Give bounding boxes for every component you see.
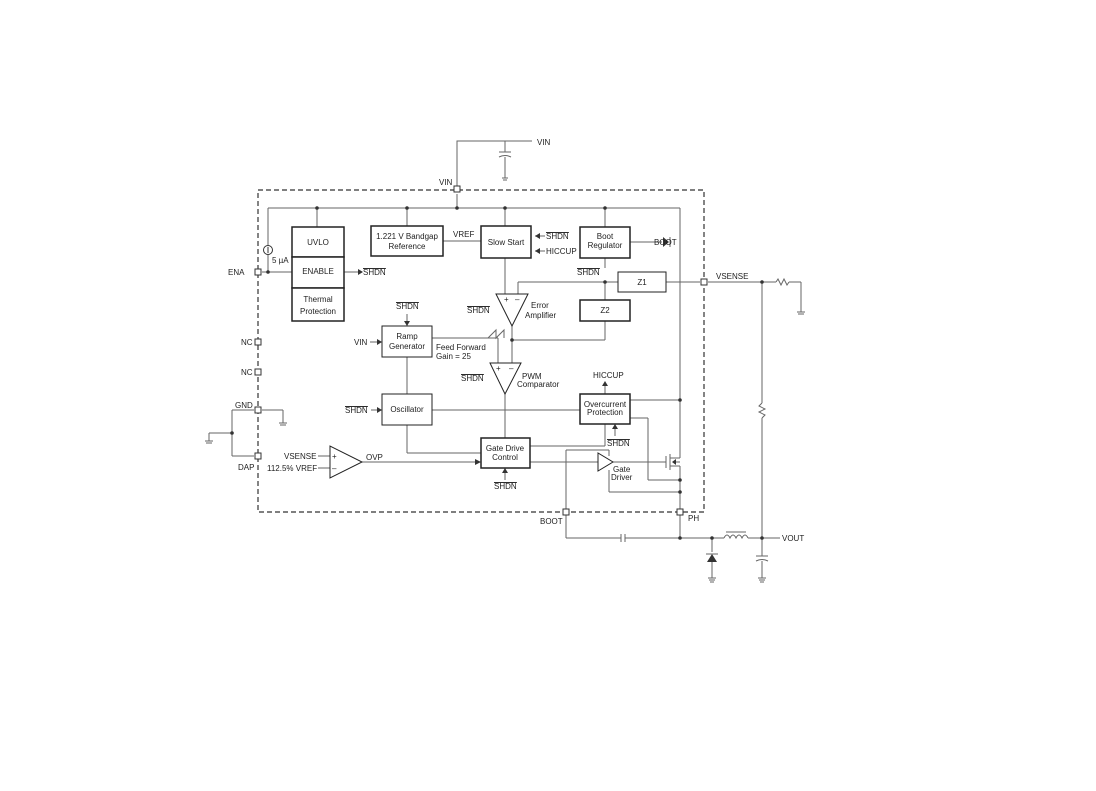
ph-pin-label: PH (688, 514, 699, 523)
boot-reg-label-1: Boot (597, 232, 614, 241)
thermal-label-2: Protection (300, 307, 336, 316)
enable-label: ENABLE (302, 267, 334, 276)
pin-vin (453, 185, 461, 193)
pin-dap (254, 452, 262, 460)
dap-pin-label: DAP (238, 463, 254, 472)
z1-label: Z1 (637, 278, 647, 287)
ramp-vin-label: VIN (354, 338, 368, 347)
pin-nc2 (254, 368, 262, 376)
gate-drive-label-2: Control (492, 453, 518, 462)
enable-block (291, 256, 345, 289)
vout-label: VOUT (782, 534, 804, 543)
gate-drive-shdn-label: SHDN (494, 482, 517, 491)
vin-ext-label: VIN (537, 138, 551, 147)
enable-shdn-label: SHDN (363, 268, 386, 277)
pwm-minus: – (509, 364, 514, 373)
ovp-vref-label: 112.5% VREF (267, 464, 317, 473)
overcurrent-protection-block (579, 393, 631, 425)
ovp-label: OVP (366, 453, 383, 462)
bandgap-label-2: Reference (389, 242, 426, 251)
error-amp-minus: – (515, 295, 520, 304)
pin-vsense (700, 278, 708, 286)
oc-shdn-label: SHDN (607, 439, 630, 448)
ovp-plus: + (332, 452, 337, 461)
slow-start-hiccup-label: HICCUP (546, 247, 577, 256)
pwm-shdn-label: SHDN (461, 374, 484, 383)
ramp-shdn-label: SHDN (396, 302, 419, 311)
boot-out-label: BOOT (654, 238, 677, 247)
pwm-comparator (489, 362, 522, 396)
ramp-label-2: Generator (389, 342, 425, 351)
junction-dots (230, 206, 764, 540)
gate-driver-label-1: Gate (613, 465, 631, 474)
gate-drive-control-block (480, 437, 531, 469)
bandgap-reference-block (370, 225, 444, 257)
ramp-label-1: Ramp (396, 332, 418, 341)
z2-label: Z2 (600, 306, 610, 315)
oscillator-block (381, 393, 433, 426)
gate-driver-label-2: Driver (611, 473, 633, 482)
nc1-pin-label: NC (241, 338, 253, 347)
ovp-minus: – (332, 464, 337, 473)
slow-start-shdn-label: SHDN (546, 232, 569, 241)
boot-pin-label: BOOT (540, 517, 563, 526)
gnd-pin-label: GND (235, 401, 253, 410)
z2-block (579, 299, 631, 322)
ovp-vsense-label: VSENSE (284, 452, 316, 461)
nc2-pin-label: NC (241, 368, 253, 377)
oscillator-shdn-label: SHDN (345, 406, 368, 415)
pwm-label-1: PWM (522, 372, 542, 381)
gate-drive-label-1: Gate Drive (486, 444, 525, 453)
ovp-comparator (329, 445, 364, 479)
vin-pin-label: VIN (439, 178, 453, 187)
error-amp-plus: + (504, 295, 509, 304)
overcurrent-label-1: Overcurrent (584, 400, 627, 409)
gate-driver (597, 452, 614, 472)
current-source-label: 5 µA (272, 256, 289, 265)
boot-reg-shdn-label: SHDN (577, 268, 600, 277)
pin-boot (562, 508, 570, 516)
error-amp-label-2: Amplifier (525, 311, 556, 320)
boot-reg-label-2: Regulator (588, 241, 623, 250)
pin-ph (676, 508, 684, 516)
slow-start-label: Slow Start (488, 238, 525, 247)
bandgap-label-1: 1.221 V Bandgap (376, 232, 438, 241)
boot-regulator-block (579, 226, 631, 259)
feed-forward-label-2: Gain = 25 (436, 352, 471, 361)
pin-ena (254, 268, 262, 276)
pwm-label-2: Comparator (517, 380, 560, 389)
thermal-label-1: Thermal (303, 295, 333, 304)
thermal-protection-block (291, 287, 345, 322)
error-amplifier (495, 293, 529, 328)
pin-nc1 (254, 338, 262, 346)
ena-pin-label: ENA (228, 268, 245, 277)
z1-block (617, 271, 667, 293)
uvlo-label: UVLO (307, 238, 329, 247)
vsense-pin-label: VSENSE (716, 272, 748, 281)
oc-hiccup-label: HICCUP (593, 371, 624, 380)
ramp-generator-block (381, 325, 433, 358)
oscillator-label: Oscillator (390, 405, 424, 414)
slow-start-block (480, 225, 532, 259)
overcurrent-label-2: Protection (587, 408, 623, 417)
error-amp-shdn-label: SHDN (467, 306, 490, 315)
vref-label: VREF (453, 230, 474, 239)
error-amp-label-1: Error (531, 301, 549, 310)
pin-gnd (254, 406, 262, 414)
pwm-plus: + (496, 364, 501, 373)
feed-forward-label-1: Feed Forward (436, 343, 486, 352)
